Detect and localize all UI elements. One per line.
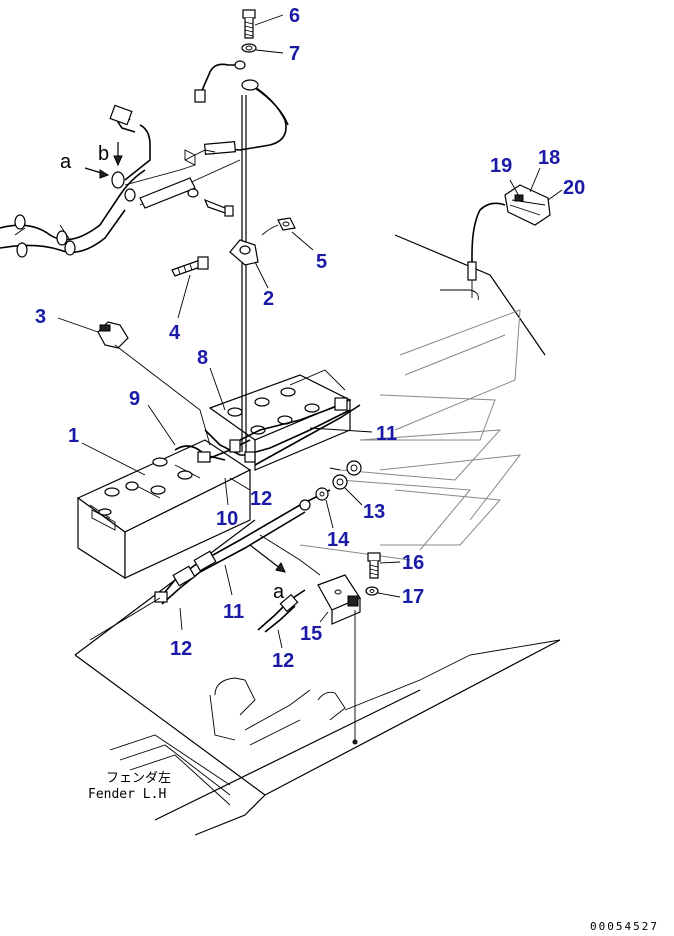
- battery-switch-parts-18-20: [467, 167, 563, 298]
- fender-label: フェンダ左 Fender L.H: [88, 771, 171, 802]
- view-arrow-mid: [249, 534, 321, 576]
- battery: [76, 439, 252, 580]
- bolt-part-16-17: [352, 552, 401, 745]
- callout-11-upper: 11: [376, 423, 397, 445]
- upper-cable-run: [224, 404, 373, 506]
- body-panel-outline: [299, 234, 546, 561]
- bolt-part-4: [171, 256, 209, 319]
- leader-lines: [81, 367, 226, 476]
- callout-5: 5: [316, 251, 327, 273]
- callout-12-lower: 12: [272, 650, 294, 672]
- bolt-part-6: [242, 9, 284, 39]
- callout-7: 7: [289, 43, 300, 65]
- wiring-harness: [0, 104, 241, 258]
- nut-part-5: [261, 217, 314, 251]
- callout-9: 9: [129, 388, 140, 410]
- view-arrows-top: [84, 142, 123, 179]
- callouts: 6 7 19 18 20 5 2 3 4 8 9 1 11 12 10 13 1…: [35, 5, 585, 672]
- nuts-part-13-14: [299, 460, 363, 529]
- callout-12-upper: 12: [250, 488, 272, 510]
- callout-6: 6: [289, 5, 300, 27]
- callout-4: 4: [169, 322, 181, 344]
- callout-2: 2: [263, 288, 274, 310]
- callout-12-left: 12: [170, 638, 192, 660]
- terminal-cover-part-3: [57, 317, 211, 446]
- callout-16: 16: [402, 552, 424, 574]
- cable-12-lower: [257, 589, 306, 649]
- view-mark-a-top: a: [60, 151, 72, 173]
- callout-15: 15: [300, 623, 322, 645]
- callout-8: 8: [197, 347, 208, 369]
- main-cable: [203, 79, 289, 452]
- terminal-clamp-part-2: [229, 239, 269, 289]
- floor-outline: [74, 519, 561, 836]
- document-id: 00054527: [590, 920, 659, 933]
- callout-14: 14: [327, 529, 350, 551]
- harness-bolt: [187, 188, 234, 217]
- callout-3: 3: [35, 306, 46, 328]
- callout-10: 10: [216, 508, 238, 530]
- bracket-part-15: [317, 574, 361, 625]
- fender-label-en: Fender L.H: [88, 787, 166, 802]
- battery-cables: [174, 397, 351, 463]
- callout-20: 20: [563, 177, 585, 199]
- callout-17: 17: [402, 586, 424, 608]
- fender-label-jp: フェンダ左: [106, 771, 171, 786]
- callout-13: 13: [363, 501, 385, 523]
- view-marks: a b a: [60, 143, 285, 603]
- callout-18: 18: [538, 147, 560, 169]
- view-mark-b-top: b: [98, 143, 109, 165]
- washer-part-7: [241, 43, 284, 54]
- sensor-lead: [194, 60, 246, 103]
- callout-11-lower: 11: [223, 601, 244, 623]
- callout-1: 1: [68, 425, 79, 447]
- view-mark-a-mid: a: [273, 581, 285, 603]
- callout-19: 19: [490, 155, 512, 177]
